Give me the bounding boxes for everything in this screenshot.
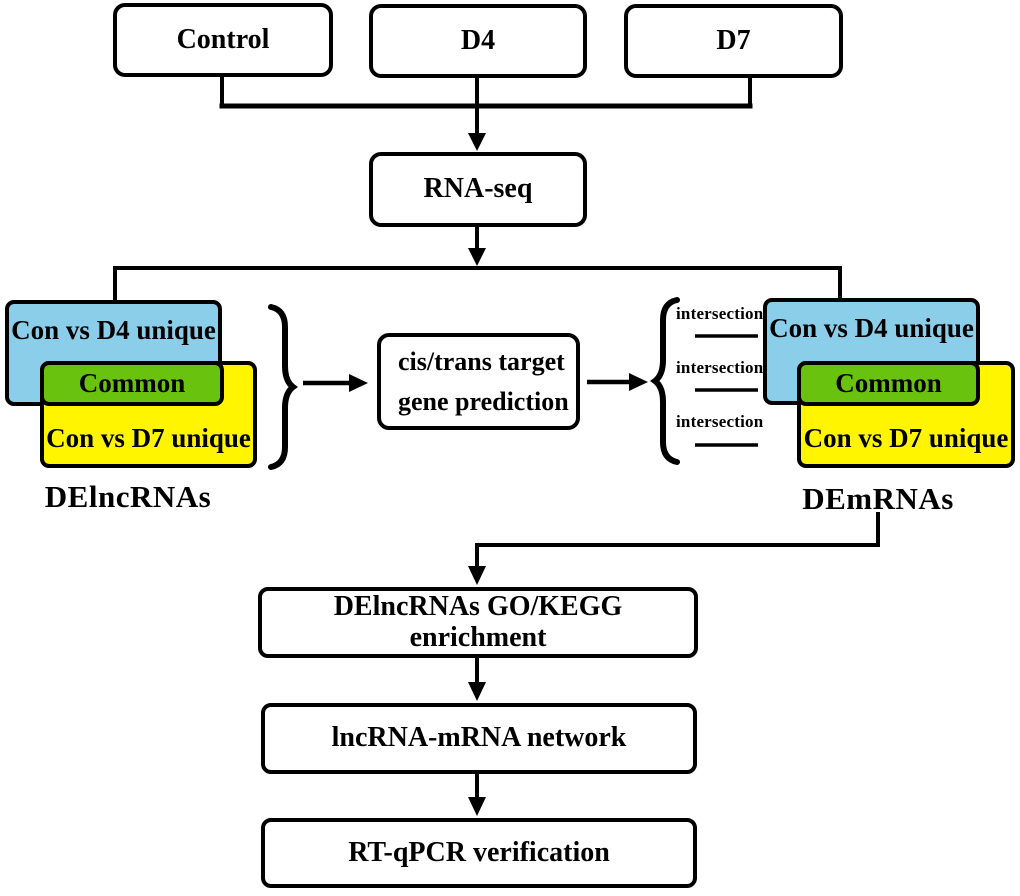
left-curly-brace [650, 297, 680, 465]
mrna-common-box: Common [797, 361, 980, 406]
mrna-con-vs-d4-label: Con vs D4 unique [769, 313, 974, 343]
lnc-con-vs-d7-label: Con vs D7 unique [46, 422, 251, 453]
mrna-common-label: Common [835, 368, 942, 399]
prediction-line2: gene prediction [398, 386, 569, 416]
rna-seq-box: RNA-seq [369, 152, 587, 227]
intersection-label-1: intersection [676, 304, 764, 323]
d7-label: D7 [716, 24, 751, 56]
prediction-line1: cis/trans target [398, 346, 565, 376]
go-kegg-enrichment-box: DElncRNAs GO/KEGG enrichment [258, 587, 698, 658]
arrow-to-intersections-head [629, 373, 648, 391]
prediction-box: cis/trans target gene prediction [377, 333, 580, 430]
rt-qpcr-verification-label: RT-qPCR verification [348, 836, 610, 868]
lnc-common-box: Common [40, 361, 224, 406]
arrow-to-rnaseq-head [468, 133, 486, 151]
intersection-label-2: intersection [676, 358, 764, 377]
arrow-to-rtqpcr-head [468, 797, 486, 816]
lncrna-mrna-network-box: lncRNA-mRNA network [261, 703, 697, 774]
d7-box: D7 [624, 4, 843, 78]
lnc-con-vs-d4-label: Con vs D4 unique [11, 315, 216, 345]
arrow-to-enrichment-head [468, 566, 486, 585]
rna-seq-label: RNA-seq [423, 173, 533, 205]
arrow-rnaseq-to-branch-head [468, 248, 486, 266]
intersection-label-3: intersection [676, 412, 764, 431]
control-label: Control [176, 23, 270, 55]
d4-label: D4 [460, 24, 496, 56]
arrow-to-prediction-head [349, 374, 368, 392]
control-box: Control [113, 3, 333, 77]
arrow-to-network-head [468, 682, 486, 701]
lncrna-mrna-network-label: lncRNA-mRNA network [331, 722, 627, 754]
d4-box: D4 [369, 4, 587, 78]
lnc-common-label: Common [78, 368, 186, 399]
demrnas-caption: DEmRNAs [802, 481, 954, 516]
mrna-con-vs-d7-label: Con vs D7 unique [803, 422, 1009, 453]
go-kegg-enrichment-label: DElncRNAs GO/KEGG enrichment [333, 590, 623, 653]
rt-qpcr-verification-box: RT-qPCR verification [261, 818, 697, 888]
right-curly-brace [268, 304, 298, 470]
delncrnas-caption: DElncRNAs [44, 479, 212, 514]
